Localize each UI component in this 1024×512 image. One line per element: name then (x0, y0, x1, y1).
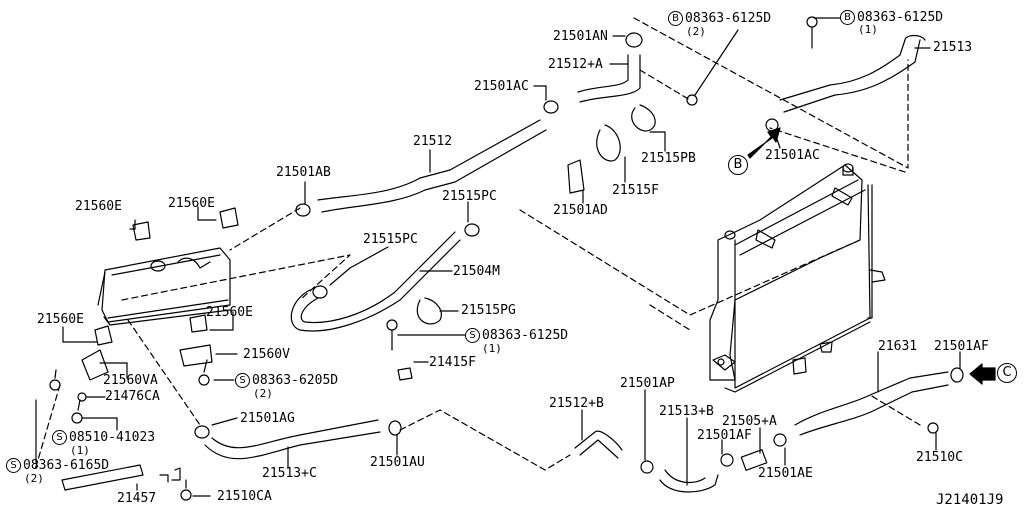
label-21501AF-2: 21501AF (934, 339, 989, 354)
label-21501AF-1: 21501AF (697, 428, 752, 443)
view-arrows (748, 128, 995, 384)
label-21631: 21631 (878, 339, 918, 354)
label-21501AU: 21501AU (370, 455, 425, 470)
label-21501AB: 21501AB (276, 165, 331, 180)
label-21515PC-2: 21515PC (363, 232, 418, 247)
brackets-bolts (50, 17, 938, 500)
fastener-symbol: S (52, 430, 67, 445)
label-21515PC-1: 21515PC (442, 189, 497, 204)
fastener-number: 08363-6125D (482, 328, 569, 343)
label-21501AP: 21501AP (620, 376, 675, 391)
label-21560E-2: 21560E (168, 196, 215, 211)
label-21513-B: 21513+B (659, 404, 714, 419)
fastener-number: 08363-6205D (252, 373, 339, 388)
label-21501AE: 21501AE (758, 466, 813, 481)
label-21476CA: 21476CA (105, 389, 160, 404)
label-21512-B: 21512+B (549, 396, 604, 411)
label-21560V: 21560V (243, 347, 290, 362)
label-21510C: 21510C (916, 450, 963, 465)
label-21501AN: 21501AN (553, 29, 608, 44)
fastener-qty: (1) (482, 342, 502, 355)
fastener-number: 08510-41023 (69, 430, 156, 445)
label-21501AD: 21501AD (553, 203, 608, 218)
label-21560VA: 21560VA (103, 373, 158, 388)
fastener-number: 08363-6125D (857, 10, 944, 25)
arrow-b-icon (748, 128, 780, 158)
label-21515PB: 21515PB (641, 151, 696, 166)
fastener-qty: (1) (858, 23, 878, 36)
label-21560E-4: 21560E (206, 305, 253, 320)
hoses (205, 35, 948, 492)
label-21504M: 21504M (453, 264, 500, 279)
dashed-guide-lines (35, 18, 920, 470)
label-21457: 21457 (117, 491, 157, 506)
label-21560E-3: 21560E (37, 312, 84, 327)
label-21501AG: 21501AG (240, 411, 295, 426)
view-marker-b: B (728, 155, 748, 175)
label-21512-A: 21512+A (548, 57, 603, 72)
fastener-symbol: S (6, 458, 21, 473)
label-21513: 21513 (933, 40, 973, 55)
label-21501AC-right: 21501AC (765, 148, 820, 163)
fastener-symbol: B (668, 11, 683, 26)
radiator-right (710, 164, 885, 392)
view-marker-c: C (997, 363, 1017, 383)
label-21560E-1: 21560E (75, 199, 122, 214)
label-21510CA: 21510CA (217, 489, 272, 504)
arrow-c-icon (970, 364, 995, 384)
leader-lines (36, 18, 960, 496)
label-21505-A: 21505+A (722, 414, 777, 429)
label-21501AC-top: 21501AC (474, 79, 529, 94)
label-21513-C: 21513+C (262, 466, 317, 481)
fastener-qty: (2) (686, 25, 706, 38)
clamps (195, 33, 963, 473)
label-21515PG: 21515PG (461, 303, 516, 318)
fastener-symbol: B (840, 10, 855, 25)
drawing-reference: J21401J9 (936, 492, 1004, 508)
fastener-qty: (2) (253, 387, 273, 400)
label-21512: 21512 (413, 134, 453, 149)
fastener-number: 08363-6125D (685, 11, 772, 26)
reservoir-tank (98, 248, 230, 325)
fastener-number: 08363-6165D (23, 458, 110, 473)
fastener-qty: (1) (70, 444, 90, 457)
fastener-qty: (2) (24, 472, 44, 485)
fastener-symbol: S (465, 328, 480, 343)
fastener-symbol: S (235, 373, 250, 388)
label-21515F: 21515F (612, 183, 659, 198)
label-21415F: 21415F (429, 355, 476, 370)
